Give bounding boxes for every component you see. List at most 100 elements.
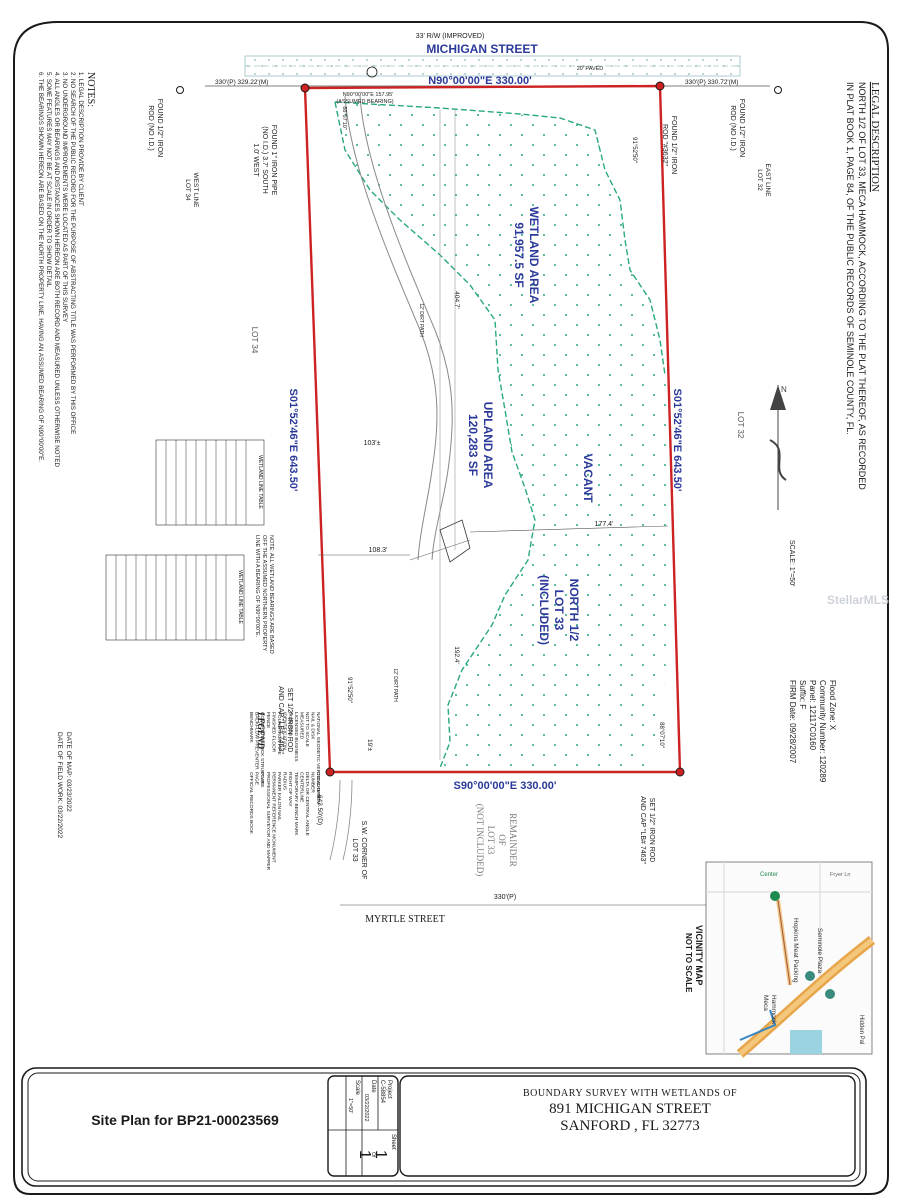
project-title-line2: 891 MICHIGAN STREET xyxy=(549,1101,711,1117)
dirt-path-upper: 12' DIRT PATH xyxy=(418,303,424,337)
east-line-2: LOT 32 xyxy=(756,169,763,191)
structure-outline xyxy=(439,519,471,563)
dim-404: 404.7' xyxy=(453,291,460,309)
wetland-note-1: NOTE: ALL WETLAND BEARINGS ARE BASED xyxy=(268,535,274,654)
bearing-north: N90°00'00"E 330.00' xyxy=(428,75,532,87)
dirt-path xyxy=(344,95,438,561)
legend-item: MEASURED xyxy=(298,712,304,740)
legend-item: NOT TO SCALE xyxy=(304,712,310,747)
monument-se xyxy=(675,767,685,777)
sheet-border xyxy=(13,21,889,1195)
legend-item: NAIL & DISK xyxy=(310,712,316,740)
legend-item: DELTA OR CENTRAL ANGLE xyxy=(304,772,310,836)
note-6: 6. THE BEARINGS SHOWN HEREON ARE BASED O… xyxy=(37,72,44,462)
vicinity-center: Center xyxy=(760,872,778,878)
legend-item: RIGHT OF WAY xyxy=(287,772,293,807)
note-2: 2. NO SEARCH OF THE PUBLIC RECORD FOR TH… xyxy=(69,72,76,434)
legend-item: FENCE xyxy=(265,712,271,728)
legend-item: RADIUS xyxy=(282,772,288,790)
legend-item: IDENTIFICATION xyxy=(282,712,288,750)
east-line-1: EAST LINE xyxy=(764,163,771,197)
vicinity-seminole: Seminole Plaza xyxy=(816,928,823,974)
dirt-path-lower: 12' DIRT PATH xyxy=(392,668,398,702)
wetland-note-2: OFF THE ASSUMED NORTHERN PROPERTY xyxy=(261,535,267,651)
north-half-line1: NORTH 1/2 xyxy=(567,579,581,642)
map-pin-icon-2 xyxy=(805,971,815,981)
myrtle-dim: 330'(P) xyxy=(494,894,516,901)
vicinity-meca-1: Meca xyxy=(762,995,769,1011)
legend-item: FOUND IRON PIPE xyxy=(276,712,282,755)
legend-title: LEGEND xyxy=(256,711,266,750)
remainder-line1: REMAINDER xyxy=(508,813,518,867)
dim-643d: 643.50'(D) xyxy=(316,795,323,825)
monument-ne xyxy=(655,81,665,91)
svg-text:N: N xyxy=(781,385,787,394)
vicinity-hidden: Hidden Pal xyxy=(858,1015,864,1044)
bearing-assumed-note: (ASSUMED BEARING) xyxy=(336,99,393,105)
project-title-box xyxy=(399,1075,856,1177)
legend-item: PAGE xyxy=(254,772,260,785)
legend-item: OFFICIAL RECORDS BOOK xyxy=(248,772,254,835)
legend-item: PERMANENT REFERENCE MONUMENT xyxy=(270,772,276,863)
bearing-west: S01°52'46"E 643.50' xyxy=(287,389,299,492)
tb-project-label: Project xyxy=(386,1080,392,1099)
legend-item: IRON ROD xyxy=(287,712,293,737)
flood-zone: Flood Zone: X xyxy=(828,680,837,731)
angle-west: 91°52'50" xyxy=(346,677,352,703)
set-rod-sw-1: SET 1/2" IRON ROD xyxy=(286,688,293,753)
found-rod-left-1: FOUND 1/2" IRON xyxy=(156,99,163,158)
angle-east: 88°07'10" xyxy=(658,722,664,748)
north-arrow-icon: N xyxy=(769,385,787,510)
legend-item: BACKFLOW PREVENTER xyxy=(254,712,260,770)
top-dim-left: 330'(P) 329.22'(M) xyxy=(215,79,268,86)
west-line-2: LOT 34 xyxy=(184,179,191,201)
paved-label: 20' PAVED xyxy=(577,66,604,72)
project-title-line1: BOUNDARY SURVEY WITH WETLANDS OF xyxy=(522,1088,738,1099)
found-pipe-1: FOUND 1" IRON PIPE xyxy=(270,125,277,196)
tb-sheet-label: Sheet xyxy=(390,1134,396,1150)
wetland-note-3: LINE WITH A BEARING OF N90°00'00"E. xyxy=(254,535,260,638)
map-pin-icon-3 xyxy=(825,989,835,999)
angle-nw: 88°07'10" xyxy=(341,106,347,130)
note-3: 3. NO UNDERGROUND IMPROVEMENTS WERE LOCA… xyxy=(61,72,68,322)
flood-firm: FIRM Date: 09/28/2007 xyxy=(788,680,797,764)
dim-103: 103'± xyxy=(364,440,381,447)
tb-date-value: 03/22/2022 xyxy=(363,1094,369,1122)
bearing-south: S90°00'00"E 330.00' xyxy=(454,780,557,792)
tb-scale-value: 1"=50' xyxy=(347,1098,353,1113)
map-pin-icon xyxy=(770,891,780,901)
upland-area-sf: 120,283 SF xyxy=(466,414,480,476)
sw-corner-2: LOT 33 xyxy=(351,838,358,861)
legal-line1: NORTH 1/2 OF LOT 33, MECA HAMMOCK, ACCOR… xyxy=(857,82,867,490)
vicinity-meca-2: Hammock xyxy=(770,995,777,1025)
vicinity-title-1: VICINITY MAP xyxy=(694,925,704,985)
legal-line2: IN PLAT BOOK 1, PAGE 84, OF THE PUBLIC R… xyxy=(845,82,855,435)
scale-label: SCALE: 1"=50' xyxy=(788,540,795,586)
tb-project-value: C-58854 xyxy=(379,1080,385,1104)
legend-item: CONCRETE BLOCK STRUCTURE xyxy=(259,712,265,787)
note-5: 5. SOME FEATURES MAY NOT BE AT SCALE IN … xyxy=(45,72,52,288)
wetland-table-2: WETLAND LINE TABLE xyxy=(105,554,245,641)
dim-177: 177.4' xyxy=(595,521,614,528)
found-rod-right-2: ROD (NO I.D.) xyxy=(729,105,736,151)
bearing-east: S01°52'46"E 643.50' xyxy=(671,389,683,492)
centerline-icon xyxy=(366,66,378,78)
monument-right xyxy=(774,86,782,94)
michigan-street-label: MICHIGAN STREET xyxy=(426,42,538,56)
legend-item: PROFESSIONAL SURVEYOR AND MAPPER xyxy=(265,772,271,871)
legend-item: FINISHED FLOOR xyxy=(270,712,276,753)
tb-scale-label: Scale xyxy=(354,1080,360,1096)
note-4: 4. ALL ANGLES OR BEARINGS AND DISTANCES … xyxy=(53,72,60,467)
date-of-map: DATE OF MAP: 03/23/2022 xyxy=(65,732,72,812)
found-rod-ne-2: ROD "#3632" xyxy=(661,124,668,166)
street-row-width: 33' R/W (IMPROVED) xyxy=(416,33,485,40)
dim-19: 19'± xyxy=(366,739,373,751)
dim-108: 108.3' xyxy=(369,547,388,554)
west-line-1: WEST LINE xyxy=(192,173,199,209)
set-rod-se-1: SET 1/2" IRON ROD xyxy=(648,798,655,863)
wetland-table-1: WETLAND LINE TABLE xyxy=(155,439,265,526)
legend-item: CONCRETE xyxy=(315,772,321,799)
flood-suffix: Suffix: F xyxy=(798,680,807,709)
